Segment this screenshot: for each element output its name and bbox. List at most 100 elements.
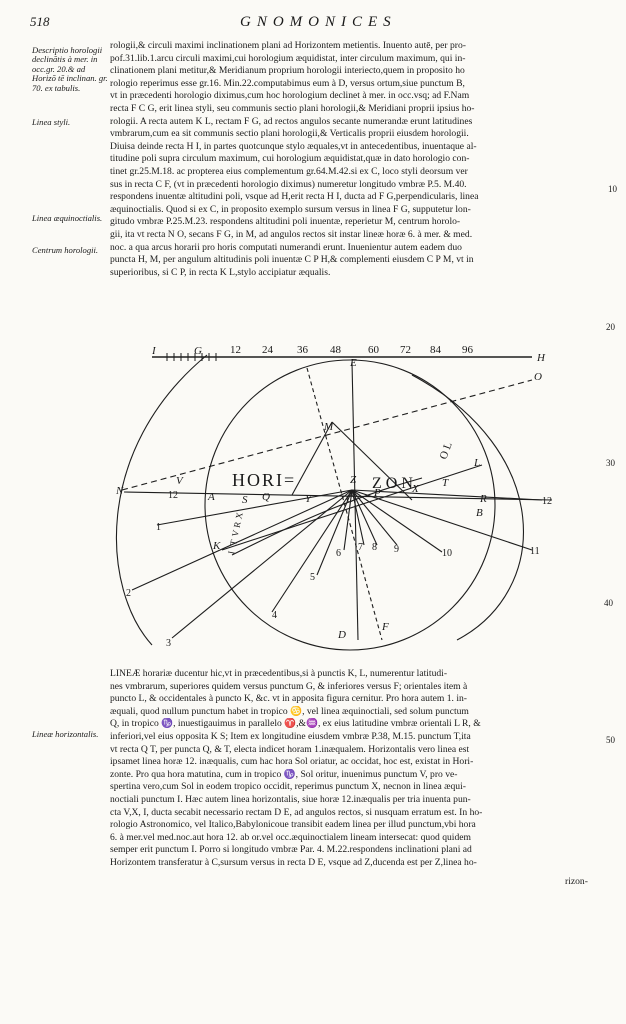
hour-line-5 bbox=[316, 489, 353, 576]
letter-O: O bbox=[534, 371, 542, 383]
text-line: vt in præcedenti horologio diximus,cum h… bbox=[110, 90, 470, 102]
catchword: rizon- bbox=[565, 876, 588, 887]
letter-C: C bbox=[346, 493, 354, 505]
hour-number: 5 bbox=[310, 572, 315, 583]
text-line: cta V,X, I, ducta secabit necessario rec… bbox=[110, 806, 483, 818]
word-horizon-left: HORI= bbox=[232, 470, 296, 490]
line-number-20: 20 bbox=[606, 322, 615, 332]
hour-number: 4 bbox=[272, 610, 277, 621]
paragraph-1: rologii,& circuli maximi inclinationem p… bbox=[110, 40, 605, 279]
scale-number: 60 bbox=[368, 344, 380, 356]
letter-D: D bbox=[337, 629, 346, 641]
line-DE bbox=[351, 361, 359, 641]
gnomonic-diagram: 12 24 36 48 60 72 84 96 I G E H O M N V … bbox=[115, 344, 553, 651]
page-number: 518 bbox=[30, 14, 50, 29]
letter-F: F bbox=[381, 621, 389, 633]
letter-N: N bbox=[115, 485, 124, 497]
margin-note-horizontal: Lineæ horizontalis. bbox=[32, 729, 99, 739]
text-line: rologio Astronomico, vel Italico,Babylon… bbox=[110, 819, 476, 831]
letter-K: K bbox=[212, 540, 221, 552]
hour-line-12 bbox=[351, 489, 543, 501]
line-number-30: 30 bbox=[606, 458, 615, 468]
line-number-50: 50 bbox=[606, 735, 615, 745]
hour-number: 12 bbox=[168, 490, 178, 501]
letter-L: L bbox=[473, 457, 480, 469]
scale-number: 72 bbox=[400, 344, 411, 356]
hour-line-9 bbox=[351, 489, 398, 546]
scale-number: 96 bbox=[462, 344, 474, 356]
hour-number: 3 bbox=[166, 638, 171, 649]
margin-note-description: Descriptio horologii declinātis à mer. i… bbox=[32, 45, 108, 93]
outer-arc-left bbox=[115, 354, 208, 646]
line-M-Y bbox=[291, 421, 333, 496]
letter-Z: Z bbox=[350, 474, 357, 486]
text-line: vt recta Q T, per puncta Q, & T, electa … bbox=[110, 743, 470, 755]
line-M-P bbox=[331, 421, 413, 501]
text-line: gitudo vmbræ P.25.M.23. respondens altit… bbox=[110, 216, 461, 228]
text-line: puncto L, & occidentales à puncto K, &c.… bbox=[110, 693, 468, 705]
stamp-letter: X bbox=[234, 511, 245, 520]
text-line: inferiori,vel eius opposita K S; Item ex… bbox=[110, 730, 471, 742]
stamp-letters: I T V R X bbox=[226, 511, 245, 555]
text-line: rologii. A recta autem K L, rectam F G, … bbox=[110, 115, 473, 127]
line-number-40: 40 bbox=[604, 598, 613, 608]
word-ol: O L bbox=[438, 440, 455, 461]
text-line: tinet gr.25.M.18. ac propterea eius comp… bbox=[110, 165, 468, 177]
letter-G: G bbox=[194, 345, 202, 357]
scale-number: 48 bbox=[330, 344, 342, 356]
text-line: superioribus, si C P, in recta K L,stylo… bbox=[110, 266, 331, 278]
word-horizon-right: ZON bbox=[372, 475, 417, 492]
letter-Y: Y bbox=[305, 493, 313, 505]
text-line: puncta H, M, per angulum altitudinis pol… bbox=[110, 254, 474, 266]
hour-line-4 bbox=[271, 489, 353, 613]
line-number-10: 10 bbox=[608, 184, 617, 194]
hour-number: 1 bbox=[156, 522, 161, 533]
scale-number: 12 bbox=[230, 344, 241, 356]
outer-arc-right bbox=[411, 374, 524, 641]
text-line: vmbrarum,cum ea sit communis sectio plan… bbox=[110, 128, 469, 140]
line-KL bbox=[221, 464, 483, 551]
hour-line-1 bbox=[156, 489, 353, 526]
hour-number: 11 bbox=[530, 546, 540, 557]
hour-line-3 bbox=[171, 489, 353, 639]
text-line: nes vmbrarum, superiores quidem versus p… bbox=[110, 680, 468, 692]
stamp-letter: V bbox=[230, 529, 241, 538]
line-NO bbox=[121, 379, 533, 491]
hour-number: 7 bbox=[358, 542, 363, 553]
letter-H: H bbox=[536, 352, 546, 364]
hour-line-7 bbox=[351, 489, 365, 546]
letter-V: V bbox=[176, 475, 184, 487]
paragraph-2: LINEÆ horariæ ducentur hic,vt in præcede… bbox=[110, 668, 602, 870]
text-line: gii, ita vt recta N O, secans F G, in M,… bbox=[110, 228, 473, 240]
scale-number: 84 bbox=[430, 344, 442, 356]
text-line: 6. à mer.vel med.noc.aut hora 12. ab or.… bbox=[110, 831, 471, 843]
letter-A: A bbox=[207, 491, 215, 503]
text-line: respondens inuentæ altitudini poli, vsqu… bbox=[110, 191, 479, 203]
letter-Q: Q bbox=[262, 491, 270, 503]
text-line: sus in recta C F, (vt in præcedenti horo… bbox=[110, 178, 467, 190]
margin-note-center: Centrum horologii. bbox=[32, 245, 99, 255]
hour-number: 2 bbox=[126, 588, 131, 599]
text-line: noctiali punctum I. Hæc autem linea hori… bbox=[110, 793, 471, 805]
stamp-letter: I bbox=[226, 550, 236, 555]
hour-number: 6 bbox=[336, 548, 341, 559]
hour-line-11 bbox=[351, 489, 533, 551]
text-line: spertina vero,cum Sol in eodem tropico o… bbox=[110, 781, 466, 793]
stamp-letter: R bbox=[232, 521, 243, 529]
text-line: Horizontem transferatur à C,sursum versu… bbox=[110, 856, 477, 868]
letter-X: X bbox=[411, 483, 420, 495]
letter-I: I bbox=[151, 345, 157, 357]
hour-number: 8 bbox=[372, 542, 377, 553]
letter-M: M bbox=[323, 421, 334, 433]
text-line: æquinoctialis. Quod si ex C, in proposit… bbox=[110, 203, 471, 215]
text-line: zonte. Pro qua hora matutina, cum in tro… bbox=[110, 768, 458, 780]
letter-T: T bbox=[442, 477, 449, 489]
letter-R: R bbox=[479, 493, 487, 505]
text-line: noc. a qua arcus horarii pro horis compu… bbox=[110, 241, 462, 253]
text-line: Q, in tropico ♑, inuestigauimus in paral… bbox=[110, 718, 481, 730]
hour-line-10 bbox=[351, 489, 443, 553]
letter-P: P bbox=[373, 487, 381, 499]
main-circle bbox=[204, 359, 496, 651]
text-line: recta F C G, erit linea styli, seu commu… bbox=[110, 102, 475, 114]
text-line: semper erit punctum I. Porro si longitud… bbox=[110, 844, 472, 856]
